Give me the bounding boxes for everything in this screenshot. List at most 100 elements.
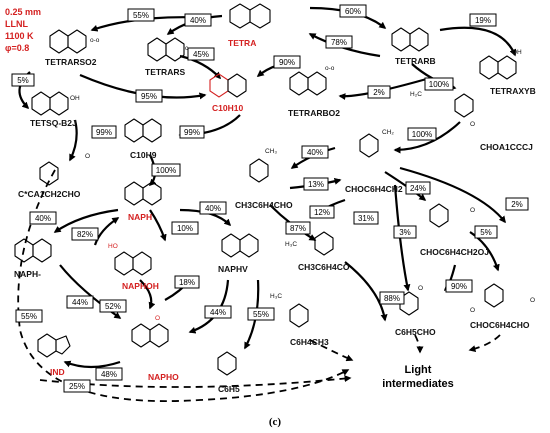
pct-box-88: 88% (379, 291, 405, 305)
molecule-choa1cccj: H₂C O (410, 91, 475, 128)
svg-text:60%: 60% (345, 7, 361, 16)
arrow-naphoh-napho (139, 279, 156, 310)
svg-text:H₂C: H₂C (410, 91, 422, 98)
molecule-c6h5cho: O (399, 285, 423, 316)
molecule-tetraxyb: OH (479, 49, 522, 80)
pct-box-100c: 100% (151, 163, 181, 177)
molecule-choc6h4cho: O O (470, 283, 535, 314)
percentage-boxes: 55% 40% 45% 60% 78% 19% 5% 90% 95% 2% 10… (11, 4, 529, 393)
svg-text:3%: 3% (399, 228, 411, 237)
svg-text:O: O (470, 121, 475, 128)
svg-text:45%: 45% (193, 50, 209, 59)
svg-text:O: O (470, 207, 475, 214)
svg-text:O: O (418, 285, 423, 292)
svg-text:H₃C: H₃C (270, 293, 282, 300)
molecule-tetsq: OH (31, 91, 80, 116)
label-c10h9: C10H9 (130, 150, 157, 160)
svg-text:O: O (155, 315, 160, 322)
pct-box-90b: 90% (445, 279, 473, 293)
pct-box-44b: 44% (204, 305, 232, 319)
pct-box-2a: 2% (367, 85, 391, 99)
label-tetrars: TETRARS (145, 67, 185, 77)
svg-text:13%: 13% (308, 180, 324, 189)
arrow-napho-ind (63, 360, 121, 369)
svg-text:99%: 99% (96, 128, 112, 137)
pct-box-87: 87% (285, 221, 311, 235)
svg-text:31%: 31% (358, 214, 374, 223)
light-intermediates-line2: intermediates (382, 378, 454, 390)
svg-text:24%: 24% (410, 184, 426, 193)
pct-box-18: 18% (174, 275, 200, 289)
label-c6h5: C6H5 (218, 384, 240, 394)
label-tetsq: TETSQ-B2J (30, 118, 77, 128)
arrow-naphm-naph (93, 217, 120, 246)
molecule-napho: O (131, 315, 169, 348)
label-napho: NAPHO (148, 372, 179, 382)
light-intermediates: Light intermediates (382, 364, 454, 390)
molecule-ind (37, 333, 71, 358)
conditions-block: 0.25 mm LLNL 1100 K φ=0.8 (5, 7, 41, 53)
condition-equivalence-ratio: φ=0.8 (5, 43, 29, 53)
pct-box-99b: 99% (179, 125, 205, 139)
svg-text:48%: 48% (101, 370, 117, 379)
label-choa1cccj: CHOA1CCCJ (480, 142, 533, 152)
label-naphv: NAPHV (218, 264, 248, 274)
dashed-c6h5cho-light (414, 334, 424, 354)
label-tetra: TETRA (228, 38, 256, 48)
molecule-chocoh4ch2oj: O (429, 203, 475, 228)
pct-box-12: 12% (309, 205, 335, 219)
pct-box-31: 31% (353, 211, 379, 225)
pct-box-55c: 55% (15, 309, 43, 323)
svg-text:100%: 100% (156, 166, 176, 175)
svg-text:OH: OH (70, 95, 80, 102)
pct-box-25: 25% (63, 379, 91, 393)
svg-text:44%: 44% (72, 298, 88, 307)
label-ch3c6h4co: CH3C6H4CO (298, 262, 350, 272)
svg-text:55%: 55% (133, 11, 149, 20)
pct-box-13: 13% (303, 177, 329, 191)
molecule-c10h10 (209, 73, 247, 98)
svg-text:CH₃: CH₃ (265, 148, 277, 155)
arrow-tetrarb-tetraxyb (439, 26, 517, 57)
molecule-c10h9 (124, 118, 162, 143)
condition-mechanism: LLNL (5, 19, 28, 29)
arrow-tetsq-ca1ch2cho (69, 119, 78, 162)
condition-pressure: 0.25 mm (5, 7, 41, 17)
label-c6h5cho: C6H5CHO (395, 327, 436, 337)
svg-text:100%: 100% (429, 80, 449, 89)
svg-text:H₃C: H₃C (285, 241, 297, 248)
arrow-chocoh4ch2oj-choc6h4cho (469, 231, 500, 272)
pct-box-90a: 90% (273, 55, 301, 69)
arrow-choa1cccj-chocoh4ch2 (393, 121, 461, 154)
svg-text:5%: 5% (17, 76, 29, 85)
label-c6h4ch3: C6H4CH3 (290, 337, 329, 347)
svg-text:88%: 88% (384, 294, 400, 303)
pct-box-10: 10% (171, 221, 199, 235)
molecule-ch3c6h4co: H₃C (285, 231, 334, 256)
label-ind: IND (50, 367, 65, 377)
svg-text:12%: 12% (314, 208, 330, 217)
label-c10h10: C10H10 (212, 103, 243, 113)
svg-text:90%: 90% (451, 282, 467, 291)
condition-temperature: 1100 K (5, 31, 34, 41)
light-intermediates-line1: Light (405, 364, 432, 376)
arrow-ch3c6h4co-c6h4ch3 (344, 261, 388, 322)
svg-text:10%: 10% (177, 224, 193, 233)
label-tetrarb: TETRARB (395, 56, 436, 66)
pct-box-40b: 40% (301, 145, 329, 159)
arrow-chocoh4ch2-choc6h4cho-2 (399, 166, 506, 224)
figure-caption: (c) (269, 416, 282, 428)
pct-box-78: 78% (325, 35, 353, 49)
species-labels: TETRA TETRARS TETRARB TETRAXYB TETRARSO2… (14, 38, 536, 394)
svg-text:55%: 55% (253, 310, 269, 319)
molecule-tetrarbo2: o-o (289, 65, 335, 96)
pct-box-60: 60% (339, 4, 367, 18)
molecule-naphm (14, 238, 52, 263)
svg-text:HO: HO (108, 243, 118, 250)
molecule-naphv (221, 233, 259, 258)
pct-box-40c: 40% (29, 211, 57, 225)
label-chocoh4ch2oj: CHOC6H4CH2OJ (420, 247, 489, 257)
arrow-naph-naphm (53, 208, 119, 233)
pct-box-44a: 44% (66, 295, 94, 309)
